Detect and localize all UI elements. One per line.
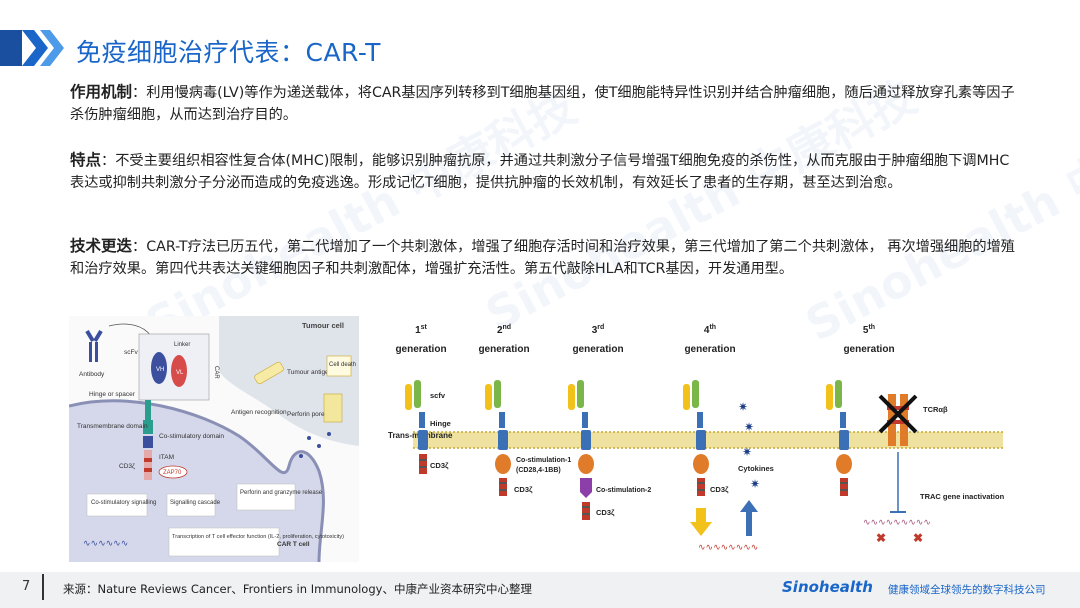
receptor-gen5 [826, 380, 852, 496]
hinge-label: Hinge or spacer [89, 391, 136, 398]
cytokine-icon: ✷ ✷ ✷ ✷ [738, 400, 760, 491]
antigen-recognition-label: Antigen recognition [231, 409, 287, 416]
receptor-gen3 [568, 380, 594, 520]
tumour-cell-label: Tumour cell [302, 321, 344, 330]
hinge-label: Hinge [430, 419, 451, 428]
transcription-label: Transcription of T cell effector functio… [172, 534, 344, 540]
cd3z-gen4-label: CD3ζ [710, 485, 729, 494]
svg-text:generation: generation [684, 344, 735, 355]
gen-header-2: 2nd generation [478, 324, 529, 355]
dna-gen4-glyph: ∿∿∿∿∿∿∿∿ [698, 542, 758, 552]
mechanism-paragraph: 作用机制：利用慢病毒(LV)等作为递送载体，将CAR基因序列转移到T细胞基因组，… [70, 81, 1015, 126]
scfv-label: scFv [124, 349, 138, 356]
gen-header-3: 3rd generation [572, 324, 623, 355]
mechanism-text: ：利用慢病毒(LV)等作为递送载体，将CAR基因序列转移到T细胞基因组，使T细胞… [70, 85, 1015, 123]
brand-slogan: 健康领域全球领先的数字科技公司 [888, 584, 1046, 596]
cd3z-gen2-label: CD3ζ [514, 485, 533, 494]
evolution-text: ：CAR-T疗法已历五代，第二代增加了一个共刺激体，增强了细胞存活时间和治疗效果… [70, 239, 1015, 277]
cd3z-gen1-label: CD3ζ [430, 461, 449, 470]
antibody-label: Antibody [79, 371, 105, 378]
svg-text:3rd: 3rd [592, 324, 605, 336]
transmembrane-label: Transmembrane domain [77, 423, 148, 430]
cd3z-left-label: CD3ζ [119, 463, 135, 470]
gen-header-4: 4th generation [684, 324, 735, 355]
svg-text:2nd: 2nd [497, 324, 511, 336]
evolution-paragraph: 技术更迭：CAR-T疗法已历五代，第二代增加了一个共刺激体，增强了细胞存活时间和… [70, 235, 1015, 280]
svg-text:✷: ✷ [750, 477, 760, 491]
page-title: 免疫细胞治疗代表：CAR-T [76, 38, 381, 67]
perforin-release-label: Perforin and granzyme release [240, 490, 323, 496]
costim-domain-label: Co-stimulatory domain [159, 433, 224, 440]
antibody-icon [85, 329, 103, 362]
costim1-label: Co-stimulation-1 [516, 457, 571, 464]
page-number: 7 [22, 579, 31, 594]
tcrab-label: TCRαβ [923, 405, 948, 414]
itam-label: ITAM [159, 454, 174, 461]
features-paragraph: 特点：不受主要组织相容性复合体(MHC)限制，能够识别肿瘤抗原，并通过共刺激分子… [70, 149, 1015, 194]
svg-text:1st: 1st [415, 324, 427, 336]
signalling-cascade-label: Signalling cascade [170, 500, 221, 506]
receptor-gen1 [405, 380, 428, 474]
up-arrow-icon [740, 500, 758, 536]
cd3z-gen3-label: CD3ζ [596, 508, 615, 517]
membrane-band [413, 431, 1003, 449]
vh-label: VH [156, 367, 164, 373]
page-divider [42, 574, 44, 600]
costim-signalling-label: Co-stimulatory signalling [91, 500, 156, 506]
cytokines-label: Cytokines [738, 464, 774, 473]
svg-text:generation: generation [572, 344, 623, 355]
car-t-generations-diagram: 1st generation 2nd generation 3rd genera… [388, 324, 1005, 552]
gen-header-5: 5th generation [843, 324, 894, 355]
receptor-gen2 [485, 380, 511, 496]
svg-text:generation: generation [478, 344, 529, 355]
brand-logo: Sinohealth [782, 578, 873, 596]
perforin-pore-label: Perforin pore [287, 411, 325, 418]
features-text: ：不受主要组织相容性复合体(MHC)限制，能够识别肿瘤抗原，并通过共刺激分子信号… [70, 153, 1010, 191]
gen-header-1: 1st generation [395, 324, 446, 355]
svg-text:✖: ✖ [913, 531, 923, 545]
costim1-sub-label: (CD28,4-1BB) [516, 467, 561, 474]
scfv-label: scfv [430, 391, 446, 400]
svg-text:✖: ✖ [876, 531, 886, 545]
dna-glyph: ∿∿∿∿∿∿ [83, 538, 128, 548]
dna-gen5-glyph: ∿∿∿∿∿∿∿∿∿ [863, 517, 931, 527]
costim2-label: Co-stimulation-2 [596, 487, 651, 494]
zap70-label: ZAP70 [163, 470, 182, 476]
linker-label: Linker [174, 342, 190, 348]
svg-text:5th: 5th [863, 324, 875, 336]
evolution-label: 技术更迭 [70, 237, 133, 255]
cell-death-label: Cell death [329, 362, 356, 368]
header-chevron-icon [0, 30, 64, 66]
footer-bar [0, 572, 1080, 608]
down-arrow-icon [690, 508, 712, 536]
vl-label: VL [176, 370, 184, 376]
car-bracket-label: CAR [213, 366, 219, 379]
svg-text:generation: generation [395, 344, 446, 355]
knockout-cross-icon [878, 394, 918, 434]
features-label: 特点 [70, 151, 102, 169]
svg-text:✷: ✷ [742, 445, 752, 459]
svg-text:generation: generation [843, 344, 894, 355]
receptor-gen4 [683, 380, 709, 496]
svg-text:4th: 4th [704, 324, 716, 336]
car-t-cell-label: CAR T cell [277, 541, 310, 548]
car-mechanism-diagram: Tumour cell Antibody scFv Linker VH VL C… [69, 316, 359, 562]
mechanism-label: 作用机制 [70, 83, 133, 101]
svg-text:✷: ✷ [738, 400, 748, 414]
source-note: 来源：Nature Reviews Cancer、Frontiers in Im… [63, 582, 532, 596]
red-x-icon: ✖ ✖ [876, 531, 923, 545]
svg-text:✷: ✷ [744, 420, 754, 434]
tumour-antigen-label: Tumour antigen [287, 369, 333, 376]
trac-label: TRAC gene inactivation [920, 492, 1005, 501]
